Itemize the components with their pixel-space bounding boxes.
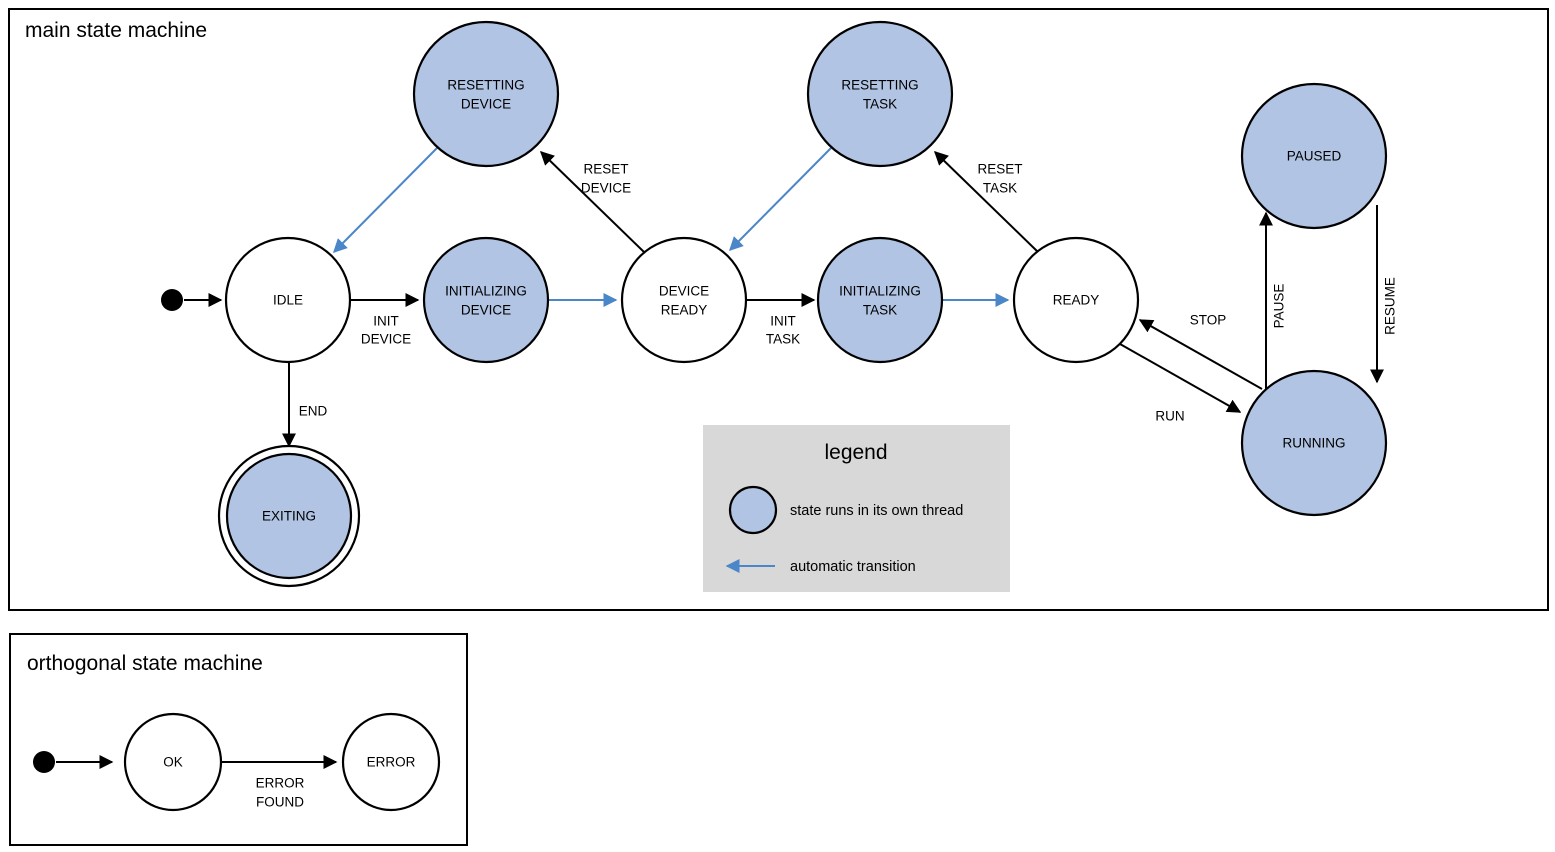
transition-ready-to-resetting-task [933,151,1040,254]
state-resetting-task-label-line1: RESETTING [841,78,918,93]
legend-entry-auto-transition: automatic transition [725,559,916,575]
transition-label-resume: RESUME [1383,277,1398,335]
state-resetting-device[interactable]: RESETTING DEVICE [412,20,560,168]
state-ok-label: OK [163,755,183,770]
state-resetting-task-shape[interactable] [806,20,954,168]
main-states-layer: IDLE RESETTING DEVICE INITIALIZING DEVIC… [161,20,1388,588]
state-initializing-task-shape[interactable] [816,236,944,364]
orthogonal-initial-state-marker [33,751,55,773]
legend-thread-state-text: state runs in its own thread [790,503,963,519]
state-running-shape[interactable] [1240,369,1388,517]
state-paused-label: PAUSED [1287,149,1342,164]
state-initializing-device[interactable]: INITIALIZING DEVICE [422,236,550,364]
state-error[interactable]: ERROR [341,712,441,812]
transition-label-end: END [299,404,328,419]
state-ready[interactable]: READY [1012,236,1140,364]
state-resetting-device-label-line1: RESETTING [447,78,524,93]
state-device-ready-label-line2: READY [661,303,708,318]
state-resetting-device-label-line2: DEVICE [461,97,511,112]
legend-title: legend [824,441,887,464]
state-resetting-task-label-line2: TASK [863,97,897,112]
transition-label-init-task-line2: TASK [766,332,800,347]
legend: legend state runs in its own thread auto… [703,425,1010,592]
transition-label-reset-task-line1: RESET [977,162,1022,177]
state-running[interactable]: RUNNING [1240,369,1388,517]
transition-resetting-device-to-idle [333,146,439,253]
state-paused[interactable]: PAUSED [1240,82,1388,230]
main-frame-title: main state machine [25,19,207,42]
transition-ready-to-running [1119,343,1242,413]
transition-label-reset-device-line1: RESET [583,162,628,177]
state-exiting[interactable]: EXITING [217,444,361,588]
transition-label-reset-device-line2: DEVICE [581,181,631,196]
transition-label-pause: PAUSE [1272,284,1287,329]
initial-state-marker [161,289,183,311]
transition-label-stop: STOP [1190,313,1227,328]
transition-label-init-device-line1: INIT [373,314,399,329]
state-error-shape[interactable] [341,712,441,812]
transition-label-error-found-line2: FOUND [256,795,304,810]
state-exiting-label: EXITING [262,509,316,524]
state-ok[interactable]: OK [123,712,223,812]
transition-label-init-task-line1: INIT [770,314,796,329]
main-transitions-layer: INIT DEVICE END RESET DEVICE INIT TASK R… [184,146,1398,448]
state-device-ready[interactable]: DEVICE READY [620,236,748,364]
state-initializing-task-label-line2: TASK [863,303,897,318]
state-error-label: ERROR [367,755,416,770]
transition-label-run: RUN [1155,409,1184,424]
state-initializing-device-label-line1: INITIALIZING [445,284,527,299]
state-exiting-shape[interactable] [225,452,353,580]
transition-device-ready-to-resetting-device [539,151,646,254]
legend-thread-state-swatch-icon [728,485,778,535]
state-idle[interactable]: IDLE [224,236,352,364]
state-paused-shape[interactable] [1240,82,1388,230]
state-resetting-task[interactable]: RESETTING TASK [806,20,954,168]
state-ok-shape[interactable] [123,712,223,812]
orthogonal-frame-title: orthogonal state machine [27,652,263,675]
transition-label-error-found-line1: ERROR [256,776,305,791]
transition-resetting-task-to-device-ready [729,146,833,251]
legend-entry-thread-state: state runs in its own thread [728,485,963,535]
transition-label-init-device-line2: DEVICE [361,332,411,347]
state-ready-shape[interactable] [1012,236,1140,364]
state-resetting-device-shape[interactable] [412,20,560,168]
state-ready-label: READY [1053,293,1100,308]
state-idle-shape[interactable] [224,236,352,364]
state-initializing-task[interactable]: INITIALIZING TASK [816,236,944,364]
transition-label-reset-task-line2: TASK [983,181,1017,196]
main-state-machine-frame: main state machine [8,8,1549,611]
legend-auto-transition-text: automatic transition [790,559,916,575]
transition-running-to-ready [1138,319,1263,390]
state-initializing-device-label-line2: DEVICE [461,303,511,318]
state-idle-label: IDLE [273,293,303,308]
state-running-label: RUNNING [1283,436,1346,451]
state-initializing-device-shape[interactable] [422,236,550,364]
state-device-ready-shape[interactable] [620,236,748,364]
state-initializing-task-label-line1: INITIALIZING [839,284,921,299]
state-device-ready-label-line1: DEVICE [659,284,709,299]
orthogonal-state-machine-frame: orthogonal state machine ERROR FOUND OK … [9,633,468,846]
main-frame-border [8,8,1549,611]
orthogonal-frame-border [9,633,468,846]
